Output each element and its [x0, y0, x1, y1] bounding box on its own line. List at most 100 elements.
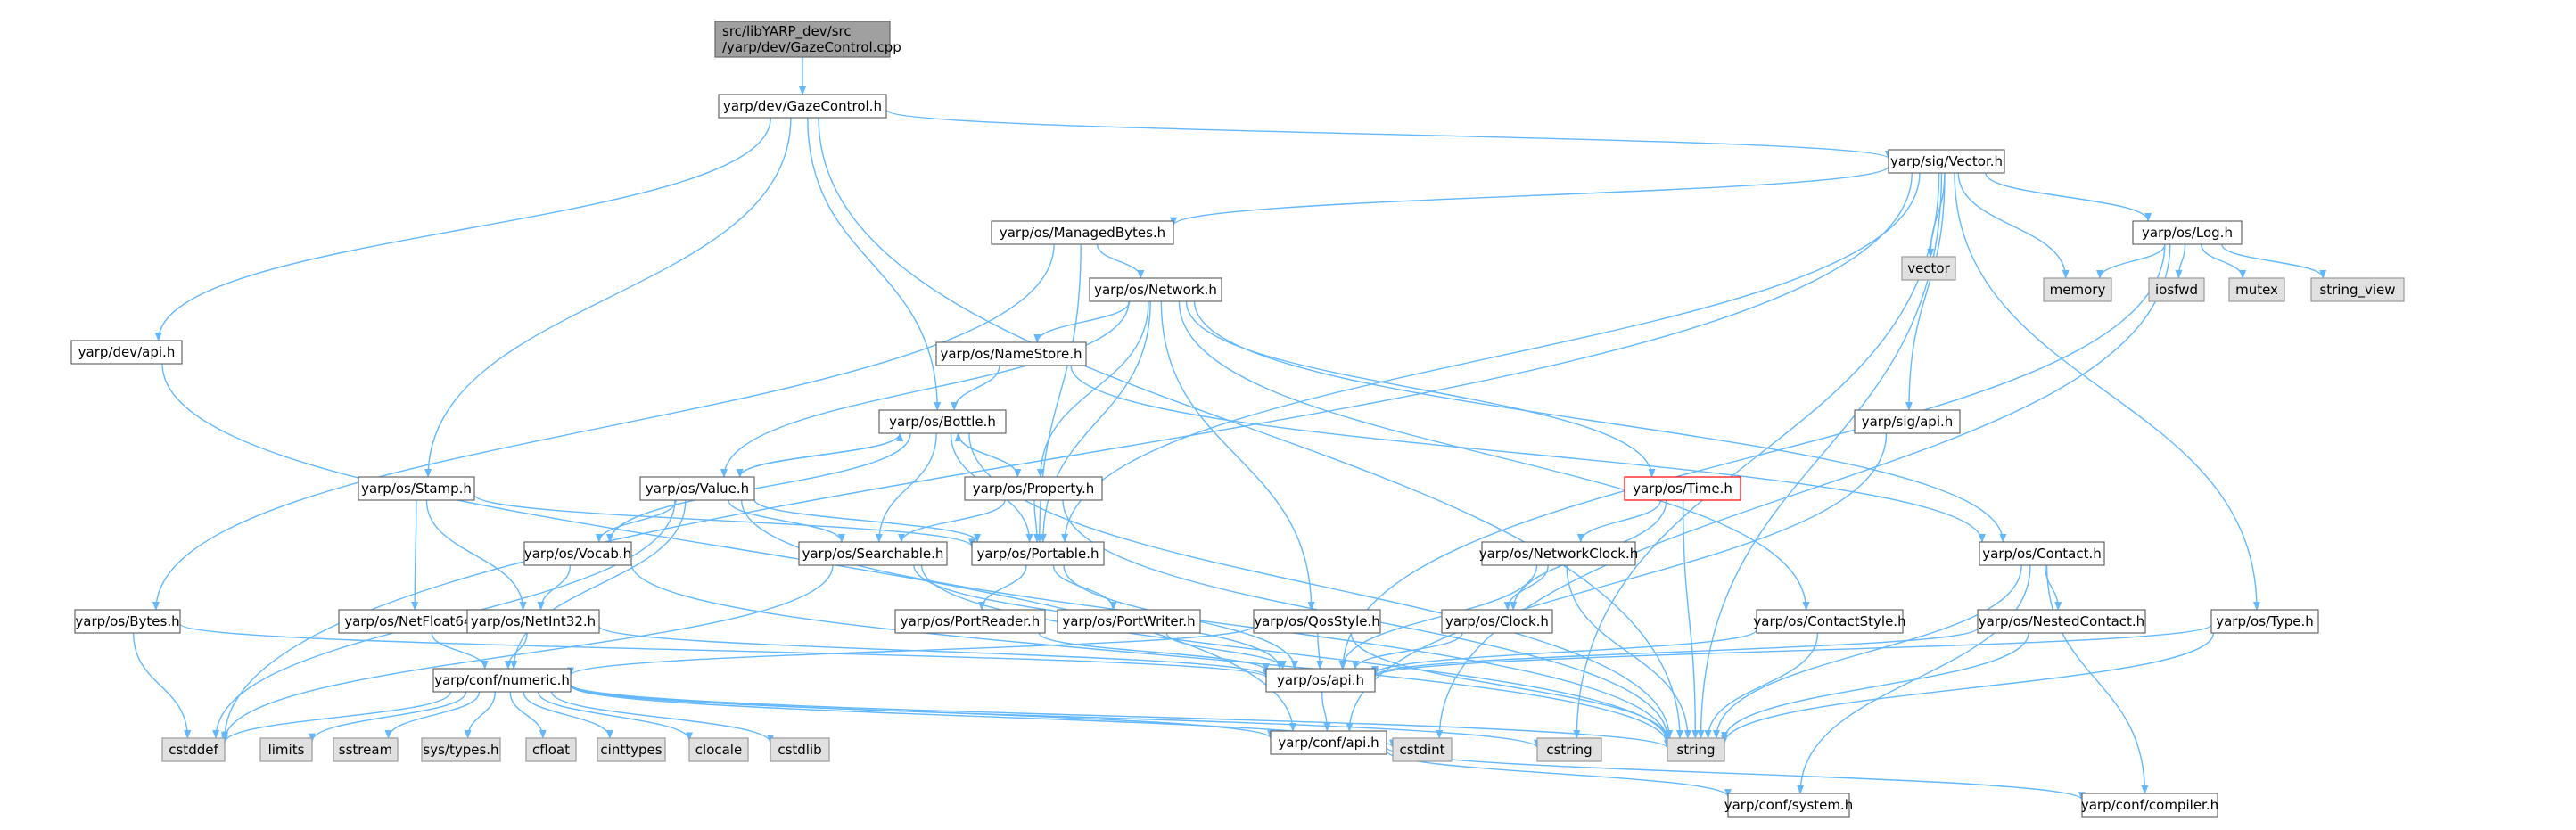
node-property[interactable]: yarp/os/Property.h [964, 476, 1103, 501]
node-devapi[interactable]: yarp/dev/api.h [70, 340, 183, 365]
node-clock[interactable]: yarp/os/Clock.h [1441, 609, 1553, 634]
edge-property-to-searchable [898, 499, 1006, 543]
node-namestore[interactable]: yarp/os/NameStore.h [935, 341, 1087, 366]
node-portreader[interactable]: yarp/os/PortReader.h [894, 609, 1046, 634]
node-netclock[interactable]: yarp/os/NetworkClock.h [1479, 541, 1639, 566]
node-numeric[interactable]: yarp/conf/numeric.h [432, 668, 572, 693]
node-label-value: yarp/os/Value.h [646, 481, 749, 497]
edge-contactstyle-to-osapi [1371, 629, 1757, 675]
edge-value-to-string [740, 499, 1671, 744]
node-box-memory [2043, 277, 2112, 302]
node-vec[interactable]: vector [1901, 256, 1956, 281]
node-label-gaze: yarp/dev/GazeControl.h [723, 98, 882, 114]
node-box-property [964, 476, 1103, 501]
node-system[interactable]: yarp/conf/system.h [1724, 793, 1854, 818]
node-cstddef[interactable]: cstddef [161, 737, 226, 762]
node-portable[interactable]: yarp/os/Portable.h [971, 541, 1105, 566]
edge-numeric-to-cfloat [509, 691, 547, 739]
node-box-limits [259, 737, 313, 762]
edge-network-to-namestore [1033, 300, 1131, 343]
node-contactstyle[interactable]: yarp/os/ContactStyle.h [1753, 609, 1906, 634]
node-label-vocab: yarp/os/Vocab.h [524, 546, 631, 562]
node-iosfwd[interactable]: iosfwd [2148, 277, 2205, 302]
edge-searchable-to-string [920, 564, 1671, 744]
node-label-cstdlib: cstdlib [778, 742, 821, 758]
node-box-root [714, 21, 891, 58]
node-box-value [639, 476, 755, 501]
node-qos[interactable]: yarp/os/QosStyle.h [1253, 609, 1381, 634]
node-netint[interactable]: yarp/os/NetInt32.h [466, 609, 600, 634]
node-label-nested: yarp/os/NestedContact.h [1979, 613, 2144, 629]
node-compiler[interactable]: yarp/conf/compiler.h [2081, 793, 2218, 818]
node-label-property: yarp/os/Property.h [973, 481, 1094, 497]
node-time[interactable]: yarp/os/Time.h [1624, 476, 1741, 501]
node-box-cstdlib [770, 737, 830, 762]
node-label-compiler: yarp/conf/compiler.h [2081, 797, 2218, 813]
node-nested[interactable]: yarp/os/NestedContact.h [1977, 609, 2146, 634]
node-clocale[interactable]: clocale [688, 737, 749, 762]
node-box-confapi [1270, 730, 1387, 755]
node-box-namestore [935, 341, 1087, 366]
node-netfloat[interactable]: yarp/os/NetFloat64.h [338, 609, 491, 634]
node-sstream[interactable]: sstream [333, 737, 399, 762]
node-cstdlib[interactable]: cstdlib [770, 737, 830, 762]
node-string_view[interactable]: string_view [2310, 277, 2405, 302]
edge-vector-to-managed [1170, 165, 1889, 226]
node-label-systypes: sys/types.h [423, 742, 498, 758]
node-root[interactable]: src/libYARP_dev/src/yarp/dev/GazeControl… [714, 21, 901, 58]
node-contact[interactable]: yarp/os/Contact.h [1979, 541, 2105, 566]
edge-portable-to-portreader [978, 564, 1027, 611]
edge-portable-to-portwriter [1052, 564, 1117, 611]
node-memory[interactable]: memory [2043, 277, 2112, 302]
node-searchable[interactable]: yarp/os/Searchable.h [798, 541, 948, 566]
edge-gaze-to-bottle [807, 117, 942, 411]
node-string[interactable]: string [1667, 737, 1725, 762]
edge-netint-to-osapi [598, 625, 1270, 678]
node-confapi[interactable]: yarp/conf/api.h [1270, 730, 1387, 755]
node-vector[interactable]: yarp/sig/Vector.h [1888, 149, 2005, 174]
edge-gaze-to-stamp [424, 117, 792, 478]
node-systypes[interactable]: sys/types.h [421, 737, 501, 762]
node-stamp[interactable]: yarp/os/Stamp.h [358, 476, 475, 501]
node-box-contact [1979, 541, 2105, 566]
edge-network-to-contact [1193, 300, 2007, 543]
node-cstdint[interactable]: cstdint [1392, 737, 1453, 762]
node-managed[interactable]: yarp/os/ManagedBytes.h [991, 220, 1174, 245]
edge-numeric-to-sstream [384, 691, 481, 739]
node-log[interactable]: yarp/os/Log.h [2132, 220, 2243, 245]
node-value[interactable]: yarp/os/Value.h [639, 476, 755, 501]
node-cinttypes[interactable]: cinttypes [597, 737, 666, 762]
node-mutex[interactable]: mutex [2228, 277, 2285, 302]
node-vocab[interactable]: yarp/os/Vocab.h [523, 541, 632, 566]
edge-netfloat-to-numeric [431, 632, 489, 670]
node-bytes[interactable]: yarp/os/Bytes.h [74, 609, 181, 634]
node-label-bytes: yarp/os/Bytes.h [75, 613, 179, 629]
edge-qos-to-string [1350, 632, 1671, 742]
node-box-devapi [70, 340, 183, 365]
node-network[interactable]: yarp/os/Network.h [1089, 277, 1222, 302]
node-osapi[interactable]: yarp/os/api.h [1265, 668, 1376, 693]
node-type[interactable]: yarp/os/Type.h [2210, 609, 2319, 634]
node-cstring[interactable]: cstring [1536, 737, 1602, 762]
node-gaze[interactable]: yarp/dev/GazeControl.h [718, 94, 887, 119]
node-box-vec [1901, 256, 1956, 281]
node-portwriter[interactable]: yarp/os/PortWriter.h [1057, 609, 1201, 634]
node-label-string_view: string_view [2319, 282, 2395, 299]
node-label-cstring: cstring [1546, 742, 1592, 758]
edge-numeric-to-cstdlib [550, 691, 774, 744]
edge-log-to-memory [2096, 243, 2166, 279]
node-cfloat[interactable]: cfloat [525, 737, 577, 762]
edge-portreader-to-osapi [1038, 632, 1270, 672]
node-limits[interactable]: limits [259, 737, 313, 762]
node-box-systypes [421, 737, 501, 762]
node-label-vec: vector [1907, 260, 1950, 276]
node-box-network [1089, 277, 1222, 302]
edge-qos-to-numeric [567, 625, 1255, 677]
node-bottle[interactable]: yarp/os/Bottle.h [878, 409, 1007, 434]
edge-stamp-to-netint [425, 499, 527, 611]
node-label-bottle: yarp/os/Bottle.h [889, 414, 996, 430]
edge-log-to-cstdint [1436, 243, 2171, 739]
edge-namestore-to-contact [1070, 365, 1986, 543]
node-sigapi[interactable]: yarp/sig/api.h [1854, 409, 1961, 434]
